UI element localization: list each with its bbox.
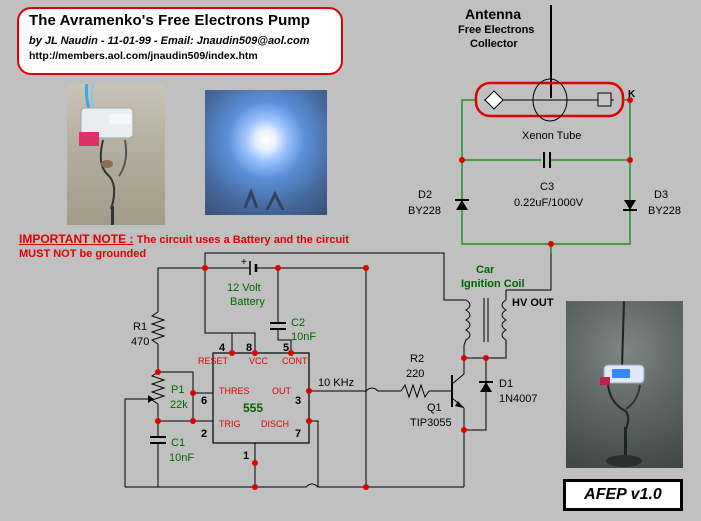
c1-name: C1 <box>171 437 185 449</box>
c2-value: 10nF <box>291 331 316 343</box>
pin-7: 7 <box>295 428 301 440</box>
pin-3: 3 <box>295 395 301 407</box>
antenna-label: Antenna <box>465 6 521 22</box>
version-badge: AFEP v1.0 <box>563 479 683 511</box>
glow-photo <box>205 90 327 215</box>
q1-emitter-arrow <box>455 401 464 408</box>
pin-1: 1 <box>243 450 249 462</box>
r1-value: 470 <box>131 336 149 348</box>
pin-8: 8 <box>246 342 252 354</box>
title-box: The Avramenko's Free Electrons Pump by J… <box>17 7 343 75</box>
driver-circuit: + 12 Volt Battery C2 10nF 555 RESET VCC … <box>124 252 554 490</box>
c1-value: 10nF <box>169 452 194 464</box>
d2-name: D2 <box>418 189 432 201</box>
r2-name: R2 <box>410 353 424 365</box>
d3-name: D3 <box>654 189 668 201</box>
collector-green-wires <box>461 99 631 245</box>
xenon-tube-bulb <box>532 78 568 122</box>
byline: by JL Naudin - 11-01-99 - Email: Jnaudin… <box>29 35 310 47</box>
pin-2: 2 <box>201 428 207 440</box>
collector-nodes <box>459 97 633 247</box>
coil-label-1: Car <box>476 264 495 276</box>
collector-circuit: Antenna Free Electrons Collector K Xenon… <box>408 5 681 253</box>
c3-name: C3 <box>540 181 554 193</box>
xenon-label: Xenon Tube <box>522 130 581 142</box>
d1-name: D1 <box>499 378 513 390</box>
pin-thres-label: THRES <box>219 386 250 396</box>
pin-5: 5 <box>283 342 289 354</box>
pin-6: 6 <box>201 395 207 407</box>
d1-value: 1N4007 <box>499 393 538 405</box>
pin-cont-label: CONT <box>282 356 308 366</box>
driver-nodes <box>155 265 489 490</box>
page-title: The Avramenko's Free Electrons Pump <box>29 12 311 29</box>
p1-name: P1 <box>171 384 184 396</box>
important-note-text-2: MUST NOT be grounded <box>19 248 147 260</box>
pin-vcc-label: VCC <box>249 356 269 366</box>
collector-label-1: Free Electrons <box>458 24 534 36</box>
k-label: K <box>628 89 636 100</box>
r2-resistor <box>400 383 430 399</box>
tube-photo <box>566 301 683 468</box>
p1-wiper <box>148 395 154 403</box>
p1-value: 22k <box>170 399 188 411</box>
pin-4: 4 <box>219 342 226 354</box>
pin-out-label: OUT <box>272 386 292 396</box>
q1-name: Q1 <box>427 402 442 414</box>
collector-label-2: Collector <box>470 38 518 50</box>
xenon-cathode <box>597 92 612 107</box>
d3-diode <box>624 200 636 210</box>
important-note: IMPORTANT NOTE : The circuit uses a Batt… <box>19 232 349 246</box>
url-link[interactable]: http://members.aol.com/jnaudin509/index.… <box>29 50 258 62</box>
r1-resistor <box>150 311 166 345</box>
hv-out-label: HV OUT <box>512 297 554 309</box>
coil-label-2: Ignition Coil <box>461 278 525 290</box>
d2-value: BY228 <box>408 205 441 217</box>
d2-diode <box>456 200 468 210</box>
battery-label-2: Battery <box>230 296 265 308</box>
important-note-label: IMPORTANT NOTE : <box>19 232 134 246</box>
pin-trig-label: TRIG <box>219 419 241 429</box>
coil-secondary <box>501 299 507 341</box>
pin-reset-label: RESET <box>198 356 229 366</box>
c3-value: 0.22uF/1000V <box>514 197 584 209</box>
battery-plus: + <box>241 257 247 268</box>
xenon-anode <box>484 90 504 110</box>
d3-value: BY228 <box>648 205 681 217</box>
pin-disch-label: DISCH <box>261 419 289 429</box>
ic-555-name: 555 <box>243 401 263 415</box>
device-photo <box>67 84 165 225</box>
c2-name: C2 <box>291 317 305 329</box>
important-note-text-1: The circuit uses a Battery and the circu… <box>136 234 349 246</box>
frequency-label: 10 KHz <box>318 377 354 389</box>
r2-value: 220 <box>406 368 424 380</box>
q1-value: TIP3055 <box>410 417 452 429</box>
ic-555-body <box>212 352 310 444</box>
d1-diode <box>480 382 492 392</box>
p1-potentiometer <box>150 371 166 405</box>
r1-name: R1 <box>133 321 147 333</box>
battery-label-1: 12 Volt <box>227 282 261 294</box>
coil-primary <box>463 299 471 346</box>
